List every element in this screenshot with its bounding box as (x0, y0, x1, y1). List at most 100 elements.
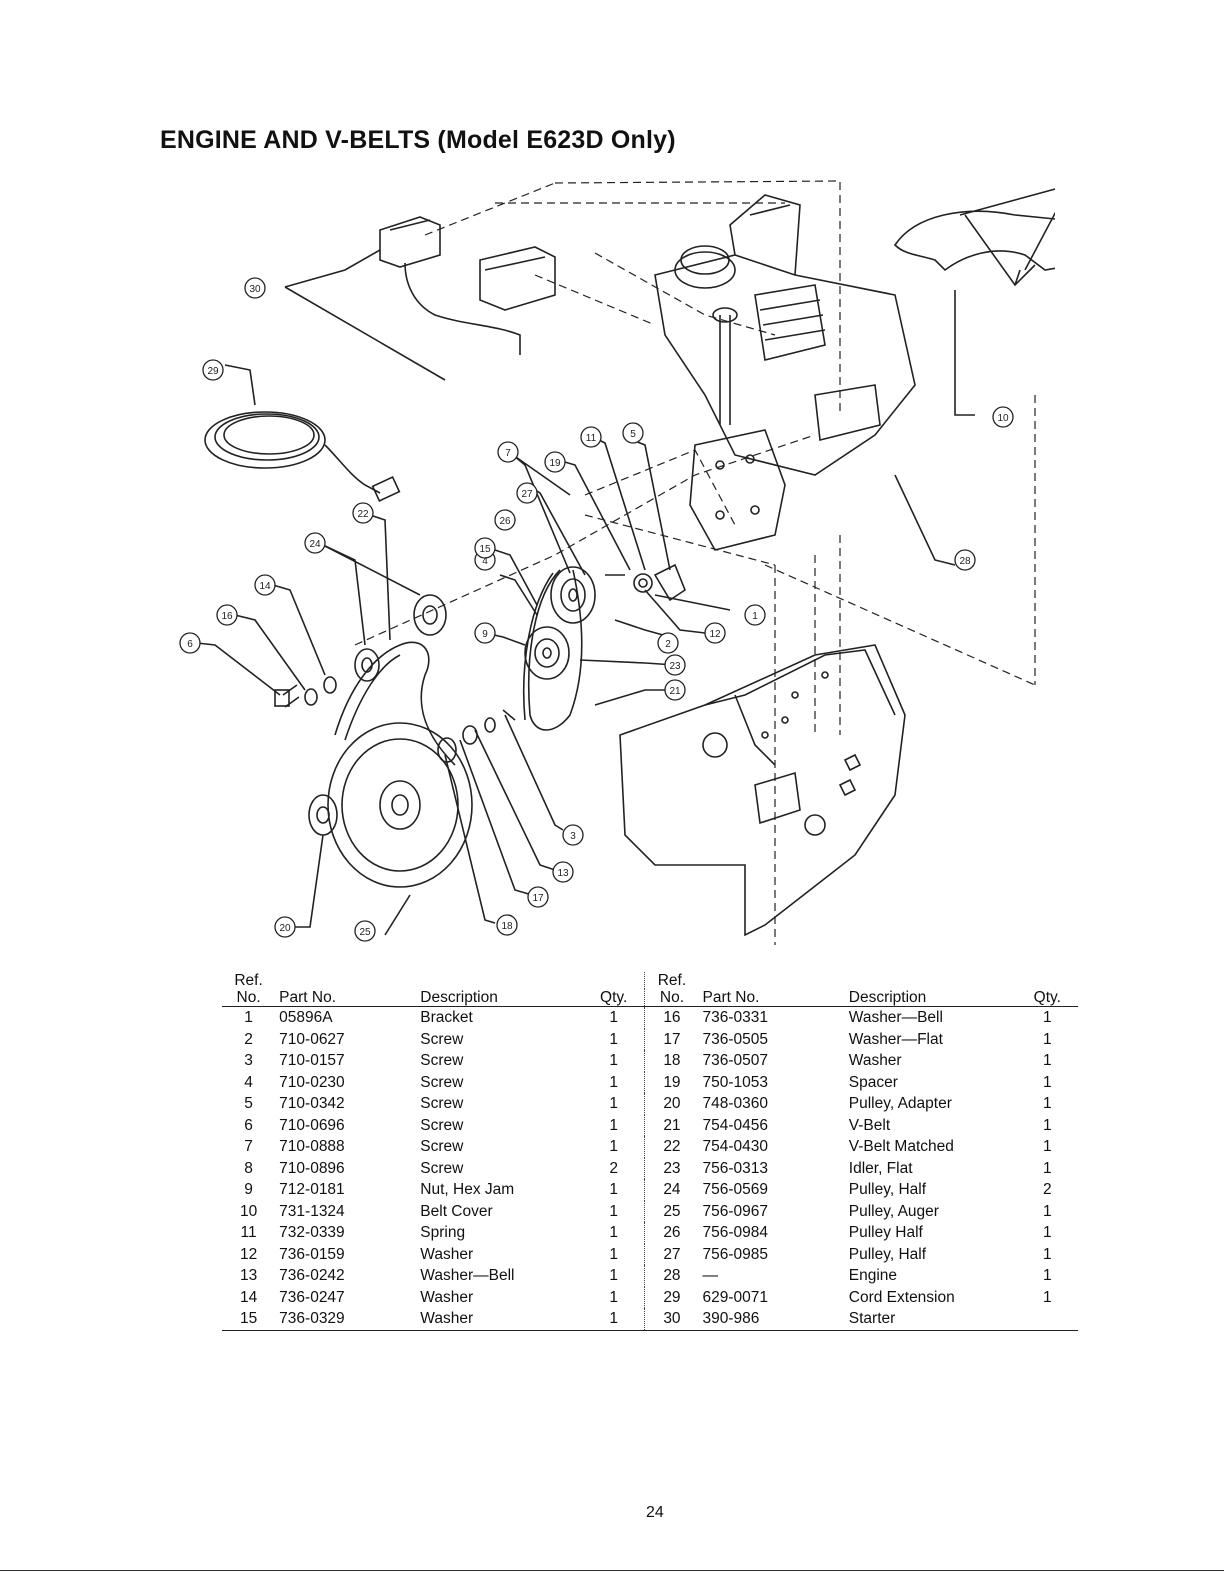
callout-29: 29 (207, 366, 219, 377)
description-cell: Screw (420, 1073, 464, 1091)
callout-27: 27 (521, 489, 533, 500)
table-row: 7 710-0888 Screw 1 22 754-0430 V-Belt Ma… (222, 1136, 1078, 1158)
qty-cell: 1 (609, 1245, 618, 1263)
qty-cell: 1 (609, 1009, 618, 1027)
header-ref-left: Ref. (234, 972, 263, 989)
part-no-cell: 756-0967 (702, 1202, 769, 1220)
qty-cell: 1 (609, 1224, 618, 1242)
header-no-right: No. (644, 989, 699, 1007)
qty-cell: 1 (1042, 1245, 1052, 1263)
qty-cell: 1 (1042, 1224, 1052, 1242)
part-no-cell: 754-0456 (702, 1116, 769, 1134)
part-no-cell: 710-0896 (279, 1159, 345, 1177)
description-cell: Pulley, Auger (848, 1202, 939, 1220)
ref-cell: 9 (244, 1181, 253, 1199)
qty-cell: 1 (1042, 1202, 1052, 1220)
qty-cell: 1 (609, 1095, 618, 1113)
table-row: 11 732-0339 Spring 1 26 756-0984 Pulley … (222, 1222, 1078, 1244)
qty-cell: 1 (1042, 1138, 1052, 1156)
callout-6: 6 (187, 639, 193, 650)
qty-cell: 1 (582, 1308, 645, 1331)
part-no-cell: 748-0360 (702, 1095, 769, 1113)
qty-cell: 1 (609, 1181, 618, 1199)
callout-12: 12 (709, 629, 721, 640)
ref-cell: 28 (644, 1265, 699, 1287)
ref-cell: 1 (244, 1009, 253, 1027)
callout-11: 11 (586, 433, 597, 444)
description-cell: Engine (848, 1267, 898, 1285)
ref-cell: 11 (240, 1224, 257, 1242)
header-qty-left: Qty. (582, 989, 645, 1007)
callout-14: 14 (259, 581, 271, 592)
table-header-row-2: No. Part No. Description Qty. No. Part N… (222, 989, 1078, 1007)
table-row: 12 736-0159 Washer 1 27 756-0985 Pulley,… (222, 1243, 1078, 1265)
table-header-row-1: Ref. Ref. (222, 972, 1078, 989)
part-no-cell: 750-1053 (702, 1073, 769, 1091)
part-no-cell: 629-0071 (702, 1288, 769, 1306)
ref-cell: 21 (644, 1114, 699, 1136)
description-cell: Pulley, Half (848, 1181, 927, 1199)
part-no-cell: 756-0984 (702, 1224, 769, 1242)
callout-19: 19 (549, 458, 561, 469)
table-row: 8 710-0896 Screw 2 23 756-0313 Idler, Fl… (222, 1157, 1078, 1179)
qty-cell: 1 (609, 1202, 618, 1220)
table-row: 1 05896A Bracket 1 16 736-0331 Washer—Be… (222, 1006, 1078, 1029)
qty-cell: 1 (609, 1030, 618, 1048)
header-part-no-left: Part No. (275, 989, 417, 1007)
description-cell: Spacer (848, 1073, 898, 1091)
page-title: ENGINE AND V-BELTS (Model E623D Only) (160, 126, 676, 154)
qty-cell: 1 (609, 1138, 618, 1156)
part-no-cell: 710-0342 (279, 1095, 345, 1113)
callout-7: 7 (505, 448, 511, 459)
description-cell: Screw (420, 1159, 464, 1177)
description-cell: Screw (420, 1095, 464, 1113)
description-cell: V-Belt Matched (848, 1138, 954, 1156)
description-cell: Washer (416, 1308, 583, 1331)
table-row: 2 710-0627 Screw 1 17 736-0505 Washer—Fl… (222, 1028, 1078, 1050)
part-no-cell: 712-0181 (279, 1181, 345, 1199)
ref-cell: 3 (244, 1052, 253, 1070)
table-row: 15 736-0329 Washer 1 30 390-986 Starter (222, 1308, 1078, 1331)
part-no-cell: 710-0696 (279, 1116, 345, 1134)
description-cell: Washer (420, 1288, 474, 1306)
ref-cell: 16 (644, 1006, 699, 1029)
description-cell: Washer—Bell (848, 1009, 943, 1027)
part-no-cell: 736-0329 (275, 1308, 417, 1331)
callout-23: 23 (669, 661, 681, 672)
callout-10: 10 (997, 413, 1009, 424)
ref-cell: 22 (644, 1136, 699, 1158)
description-cell: Pulley Half (848, 1224, 923, 1242)
ref-cell: 19 (644, 1071, 699, 1093)
ref-cell: 14 (239, 1288, 258, 1306)
description-cell: Nut, Hex Jam (420, 1181, 515, 1199)
header-description-right: Description (844, 989, 1017, 1007)
qty-cell: 1 (1042, 1009, 1052, 1027)
callout-5: 5 (630, 429, 636, 440)
description-cell: Screw (420, 1052, 464, 1070)
description-cell: Screw (420, 1030, 464, 1048)
qty-cell: 1 (1042, 1095, 1052, 1113)
description-cell: V-Belt (848, 1116, 891, 1134)
callout-24: 24 (309, 539, 321, 550)
callout-30: 30 (249, 284, 261, 295)
description-cell: Bracket (420, 1009, 473, 1027)
qty-cell: 1 (609, 1288, 618, 1306)
description-cell: Belt Cover (420, 1202, 493, 1220)
parts-list-table: Ref. Ref. No. Part No. Description Qty. … (222, 972, 1078, 1331)
part-no-cell: 756-0985 (702, 1245, 769, 1263)
part-no-cell: 05896A (279, 1009, 333, 1027)
part-no-cell: 736-0331 (702, 1009, 769, 1027)
part-no-cell: — (702, 1267, 719, 1285)
ref-cell: 5 (244, 1095, 253, 1113)
callout-16: 16 (221, 611, 233, 622)
ref-cell: 29 (644, 1286, 699, 1308)
ref-cell: 24 (644, 1179, 699, 1201)
header-ref-right: Ref. (644, 972, 699, 989)
description-cell: Washer—Bell (420, 1267, 515, 1285)
table-row: 9 712-0181 Nut, Hex Jam 1 24 756-0569 Pu… (222, 1179, 1078, 1201)
qty-cell: 1 (609, 1073, 618, 1091)
ref-cell: 20 (644, 1093, 699, 1115)
ref-cell: 2 (244, 1030, 253, 1048)
part-no-cell: 756-0313 (702, 1159, 769, 1177)
qty-cell: 2 (609, 1159, 618, 1177)
